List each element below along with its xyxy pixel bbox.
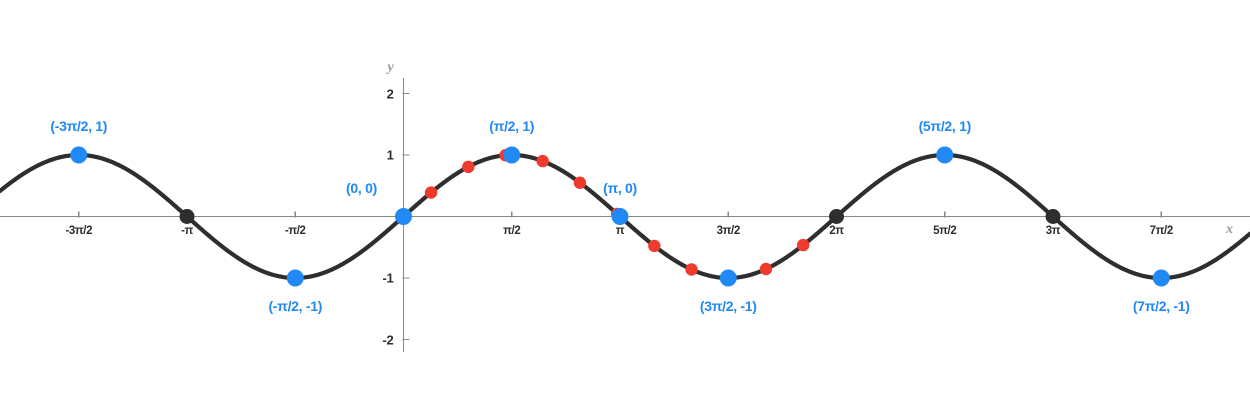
sample-point xyxy=(536,154,549,168)
point-annotation: (5π/2, 1) xyxy=(918,118,972,134)
point-annotation: (3π/2, -1) xyxy=(699,298,757,314)
sample-point xyxy=(685,263,698,276)
point-annotation: (-3π/2, 1) xyxy=(50,118,108,134)
y-tick-label: -1 xyxy=(382,270,394,286)
key-point xyxy=(503,146,521,164)
key-point xyxy=(936,146,954,164)
point-annotation: (7π/2, -1) xyxy=(1132,298,1190,314)
y-tick-label: 1 xyxy=(386,147,394,163)
point-annotation: (π, 0) xyxy=(603,179,637,196)
point-annotation: (0, 0) xyxy=(346,179,377,196)
x-tick-label: 3π/2 xyxy=(716,224,741,237)
zero-marker xyxy=(829,209,844,224)
sample-point xyxy=(759,262,773,276)
key-point xyxy=(611,208,629,225)
y-tick-label: 2 xyxy=(386,86,394,101)
key-point xyxy=(286,269,304,287)
x-axis-label: x xyxy=(1226,221,1233,237)
x-tick-label: -π xyxy=(181,224,193,237)
point-annotation: (-π/2, -1) xyxy=(268,298,323,314)
key-point xyxy=(1152,269,1170,287)
key-point xyxy=(719,269,737,287)
key-point xyxy=(395,208,412,225)
sample-point xyxy=(648,239,661,253)
key-points-group xyxy=(70,146,1170,287)
x-tick-label: -π/2 xyxy=(284,224,306,237)
sample-point xyxy=(424,186,438,199)
zero-marker xyxy=(179,209,195,224)
sample-point xyxy=(462,160,475,174)
y-tick-label: -2 xyxy=(382,332,394,347)
x-tick-label: 2π xyxy=(829,224,844,237)
x-tick-label: -3π/2 xyxy=(65,224,93,237)
point-annotation: (π/2, 1) xyxy=(489,118,535,134)
sample-point xyxy=(573,176,587,189)
sample-point xyxy=(797,238,810,252)
x-tick-label: 5π/2 xyxy=(933,224,957,237)
zero-marker xyxy=(1045,209,1061,224)
x-tick-label: π xyxy=(615,224,625,237)
y-axis-label: y xyxy=(387,60,394,75)
zero-markers-group xyxy=(179,209,1061,224)
key-point xyxy=(70,146,88,164)
x-tick-label: 3π xyxy=(1045,224,1061,237)
x-tick-label: π/2 xyxy=(503,224,521,237)
x-tick-label: 7π/2 xyxy=(1149,224,1174,237)
